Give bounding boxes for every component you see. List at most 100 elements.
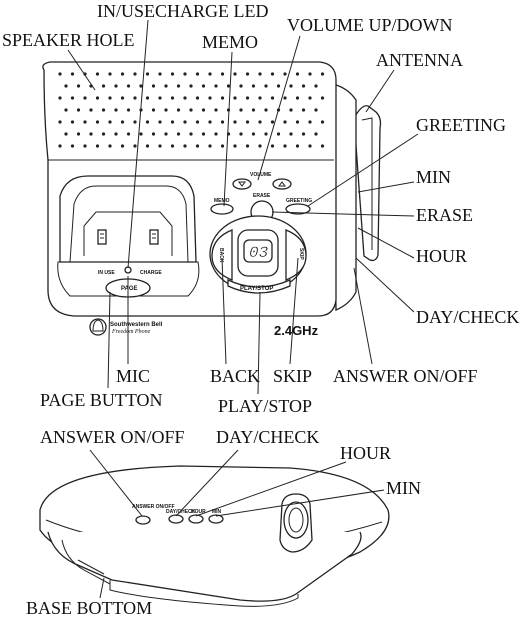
- base-unit-side-view: ANSWER ON/OFF DAY/CHECK HOUR MIN: [39, 465, 390, 607]
- speaker-hole: [251, 132, 256, 136]
- speaker-hole: [89, 108, 93, 112]
- speaker-hole: [176, 132, 181, 136]
- speaker-hole: [126, 84, 131, 88]
- speaker-hole: [70, 72, 75, 76]
- speaker-hole: [183, 72, 187, 76]
- speaker-hole: [145, 120, 150, 124]
- speaker-hole: [289, 132, 293, 136]
- speaker-hole: [183, 96, 187, 100]
- speaker-hole: [76, 108, 81, 112]
- speaker-hole: [58, 144, 62, 148]
- speaker-hole: [220, 120, 225, 124]
- speaker-hole: [83, 120, 87, 124]
- speaker-hole: [283, 72, 287, 76]
- speaker-hole: [89, 132, 93, 136]
- speaker-hole: [208, 72, 212, 76]
- speaker-hole: [114, 108, 118, 112]
- callout-speaker-hole: SPEAKER HOLE: [2, 30, 135, 50]
- speaker-hole: [239, 84, 243, 88]
- speaker-hole: [251, 84, 256, 88]
- speaker-hole: [70, 120, 75, 124]
- speaker-hole: [201, 132, 206, 136]
- min-button[interactable]: [208, 514, 224, 524]
- side-hour-label: HOUR: [191, 509, 206, 515]
- speaker-hole: [95, 96, 100, 100]
- volume-down-button[interactable]: [232, 178, 252, 190]
- callout-in-use-charge-led: IN/USECHARGE LED: [97, 1, 269, 21]
- speaker-hole: [158, 144, 162, 148]
- play-stop-button[interactable]: [227, 278, 291, 294]
- speaker-hole: [295, 120, 300, 124]
- charge-contact-left: [97, 229, 107, 245]
- speaker-hole: [183, 144, 187, 148]
- memo-button[interactable]: [210, 203, 234, 215]
- speaker-hole: [308, 120, 312, 124]
- speaker-hole: [133, 144, 137, 148]
- greeting-button[interactable]: [285, 203, 311, 215]
- speaker-hole: [158, 120, 162, 124]
- in-use-label: IN USE: [98, 270, 115, 276]
- callout-bottom-hour: HOUR: [340, 443, 391, 463]
- speaker-hole: [208, 120, 212, 124]
- speaker-hole: [201, 84, 206, 88]
- hour-button[interactable]: [188, 514, 204, 524]
- skip-button[interactable]: [285, 229, 307, 281]
- speaker-hole: [145, 72, 150, 76]
- speaker-hole: [239, 108, 243, 112]
- speaker-hole: [95, 72, 100, 76]
- brand-subtitle: Freedom Phone: [111, 329, 151, 335]
- speaker-hole: [58, 72, 62, 76]
- speaker-hole: [245, 144, 250, 148]
- brand-logo: [89, 318, 107, 336]
- speaker-hole: [314, 84, 318, 88]
- volume-up-button[interactable]: [272, 178, 292, 190]
- speaker-hole: [226, 84, 231, 88]
- speaker-hole: [301, 108, 306, 112]
- speaker-hole: [164, 84, 168, 88]
- speaker-hole: [170, 72, 175, 76]
- charge-contact-right: [149, 229, 159, 245]
- back-button[interactable]: [211, 229, 233, 281]
- speaker-hole: [201, 108, 206, 112]
- speaker-hole: [101, 132, 106, 136]
- speaker-hole: [83, 96, 87, 100]
- speaker-hole: [258, 120, 262, 124]
- brand-name: Southwestern Bell: [110, 322, 163, 328]
- speaker-hole: [308, 144, 312, 148]
- speaker-hole: [108, 96, 112, 100]
- speaker-hole: [251, 108, 256, 112]
- speaker-hole: [308, 72, 312, 76]
- antenna: [353, 105, 382, 262]
- speaker-hole: [83, 144, 87, 148]
- speaker-hole: [101, 108, 106, 112]
- callout-play-stop: PLAY/STOP: [218, 396, 312, 416]
- speaker-hole: [195, 72, 200, 76]
- day-check-button[interactable]: [168, 514, 184, 524]
- speaker-hole: [189, 84, 193, 88]
- speaker-hole: [139, 132, 143, 136]
- speaker-hole: [101, 84, 106, 88]
- greeting-label: GREETING: [286, 198, 312, 204]
- speaker-hole: [120, 120, 125, 124]
- speaker-hole: [220, 144, 225, 148]
- side-panel: [332, 83, 357, 311]
- speaker-hole: [64, 132, 68, 136]
- speaker-hole: [139, 84, 143, 88]
- speaker-hole: [245, 120, 250, 124]
- speaker-hole: [64, 108, 68, 112]
- callout-greeting: GREETING: [416, 115, 506, 135]
- speaker-hole: [158, 72, 162, 76]
- speaker-hole: [95, 144, 100, 148]
- speaker-hole: [195, 96, 200, 100]
- top-callouts: IN/USECHARGE LED SPEAKER HOLE MEMO VOLUM…: [2, 1, 519, 416]
- side-answer-onoff-label: ANSWER ON/OFF: [132, 504, 175, 510]
- speaker-hole: [158, 96, 162, 100]
- speaker-hole: [264, 108, 268, 112]
- callout-base-bottom: BASE BOTTOM: [26, 598, 152, 618]
- answer-onoff-button[interactable]: [135, 515, 151, 525]
- speaker-hole: [176, 108, 181, 112]
- speaker-hole: [320, 72, 325, 76]
- control-panel: VOLUME ERASE MEMO GREETING BACK SKIP PLA…: [209, 172, 312, 294]
- message-counter: 03: [249, 244, 269, 262]
